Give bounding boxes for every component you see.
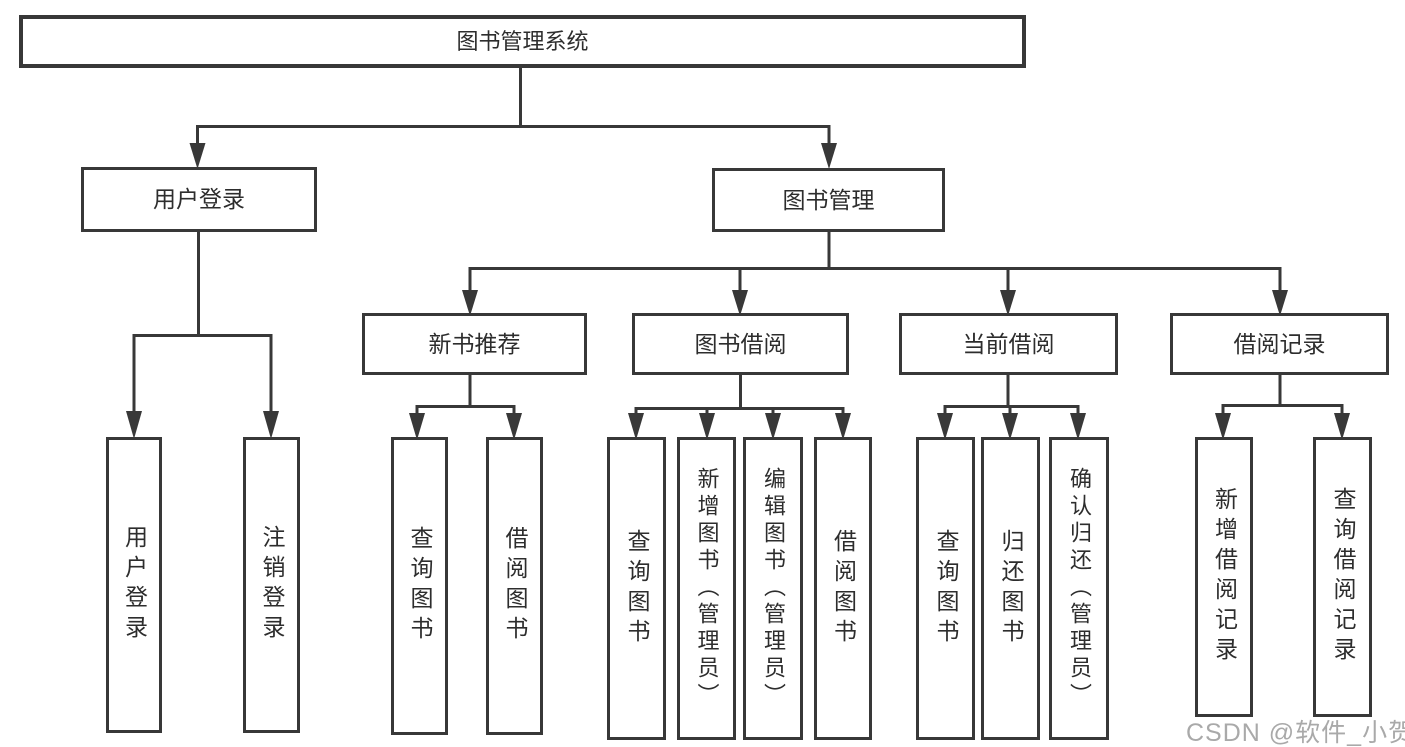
- leaf-user-login: 用户登录: [106, 437, 162, 733]
- node-borrow-record: 借阅记录: [1170, 313, 1389, 375]
- leaf-borrow-books-recommend: 借阅图书: [486, 437, 543, 735]
- node-book-management: 图书管理: [712, 168, 945, 232]
- leaf-query-borrow-record: 查询借阅记录: [1313, 437, 1372, 717]
- leaf-borrow-books: 借阅图书: [814, 437, 872, 740]
- node-new-book-recommend: 新书推荐: [362, 313, 587, 375]
- leaf-return-books: 归还图书: [981, 437, 1040, 740]
- node-current-borrow: 当前借阅: [899, 313, 1118, 375]
- leaf-query-books-current: 查询图书: [916, 437, 975, 740]
- leaf-add-books-admin: 新增图书（管理员）: [677, 437, 736, 740]
- node-root: 图书管理系统: [19, 15, 1026, 68]
- node-book-borrow: 图书借阅: [632, 313, 849, 375]
- leaf-confirm-return-admin: 确认归还（管理员）: [1049, 437, 1109, 740]
- leaf-query-books-borrow: 查询图书: [607, 437, 666, 740]
- leaf-query-books-recommend: 查询图书: [391, 437, 448, 735]
- leaf-logout: 注销登录: [243, 437, 300, 733]
- node-user-login: 用户登录: [81, 167, 317, 232]
- leaf-edit-books-admin: 编辑图书（管理员）: [743, 437, 803, 740]
- csdn-watermark: CSDN @软件_小贺同学: [1186, 719, 1405, 747]
- leaf-add-borrow-record: 新增借阅记录: [1195, 437, 1253, 717]
